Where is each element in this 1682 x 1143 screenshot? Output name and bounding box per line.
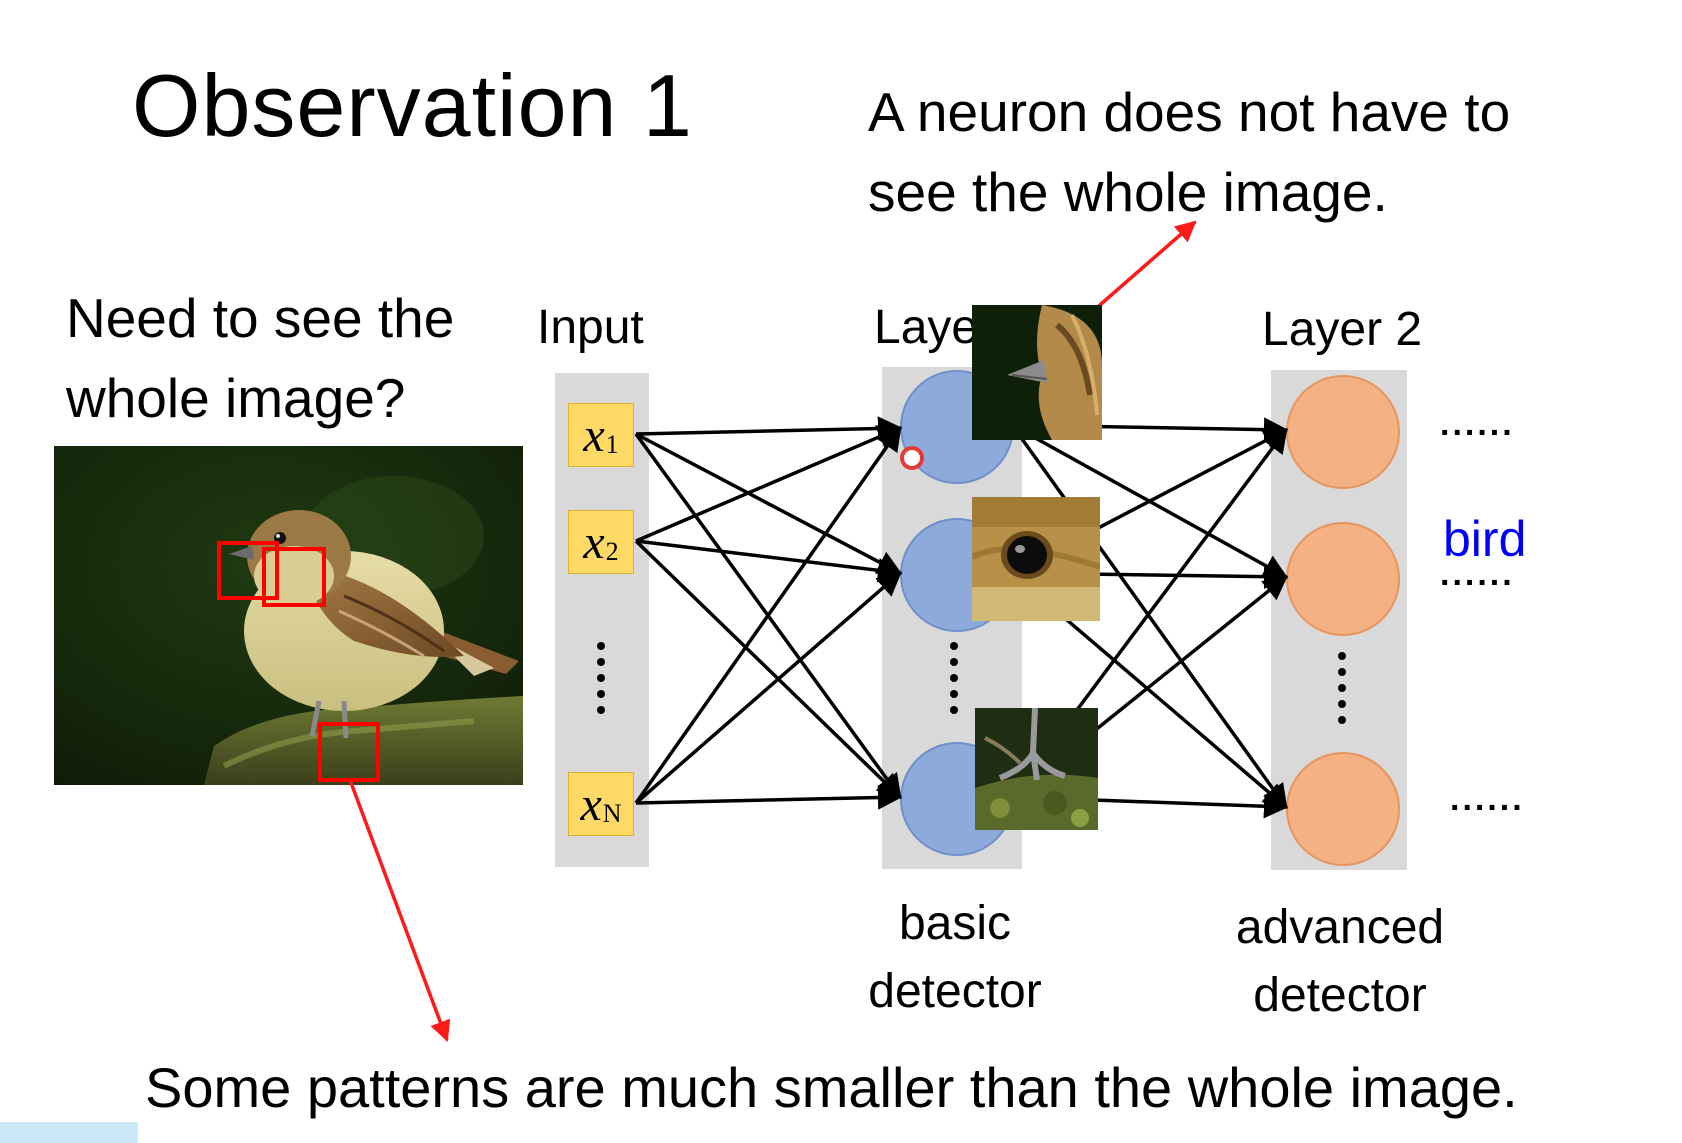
input-sub: 1 xyxy=(605,430,619,459)
layer1-caption-line2: detector xyxy=(868,965,1042,1018)
bottom-caption: Some patterns are much smaller than the … xyxy=(145,1056,1518,1119)
question-line1: Need to see the xyxy=(66,287,455,349)
output-dots-3: ...... xyxy=(1450,780,1525,818)
neuron-note: A neuron does not have to see the whole … xyxy=(868,72,1510,232)
slide-title: Observation 1 xyxy=(132,56,693,155)
input-var: x xyxy=(580,777,602,831)
layer1-caption: basic detector xyxy=(855,890,1055,1026)
layer2-ellipsis xyxy=(1338,652,1346,724)
claw-patch xyxy=(975,708,1098,830)
layer2-caption-line1: advanced xyxy=(1235,901,1445,954)
neuron-note-line1: A neuron does not have to xyxy=(868,81,1511,143)
layer1-ellipsis xyxy=(950,642,958,714)
input-var: x xyxy=(583,515,605,569)
layer2-caption-line2: detector xyxy=(1253,969,1427,1022)
cursor-marker xyxy=(900,446,924,470)
layer1-label: Laye xyxy=(874,301,979,354)
question-line2: whole image? xyxy=(66,367,406,429)
input-sub: 2 xyxy=(605,537,619,566)
question-text: Need to see the whole image? xyxy=(66,278,454,438)
output-dots-1: ...... xyxy=(1440,405,1515,443)
layer1-caption-line1: basic xyxy=(898,897,1012,950)
layer2-caption: advanced detector xyxy=(1220,894,1460,1030)
layer2-node-3 xyxy=(1286,752,1400,866)
input-ellipsis xyxy=(597,642,605,714)
eye-patch xyxy=(972,497,1100,621)
input-label: Input xyxy=(537,301,644,354)
layer2-label: Layer 2 xyxy=(1262,303,1423,356)
corner-bar xyxy=(0,1122,138,1143)
bird-label: bird xyxy=(1443,511,1527,567)
input-var: x xyxy=(583,408,605,462)
neuron-note-line2: see the whole image. xyxy=(868,161,1388,223)
layer2-node-1 xyxy=(1286,375,1400,489)
input-sub: N xyxy=(602,799,622,828)
bird-photo xyxy=(54,446,523,785)
output-dots-2: ...... xyxy=(1440,555,1515,593)
beak-patch xyxy=(972,305,1102,440)
